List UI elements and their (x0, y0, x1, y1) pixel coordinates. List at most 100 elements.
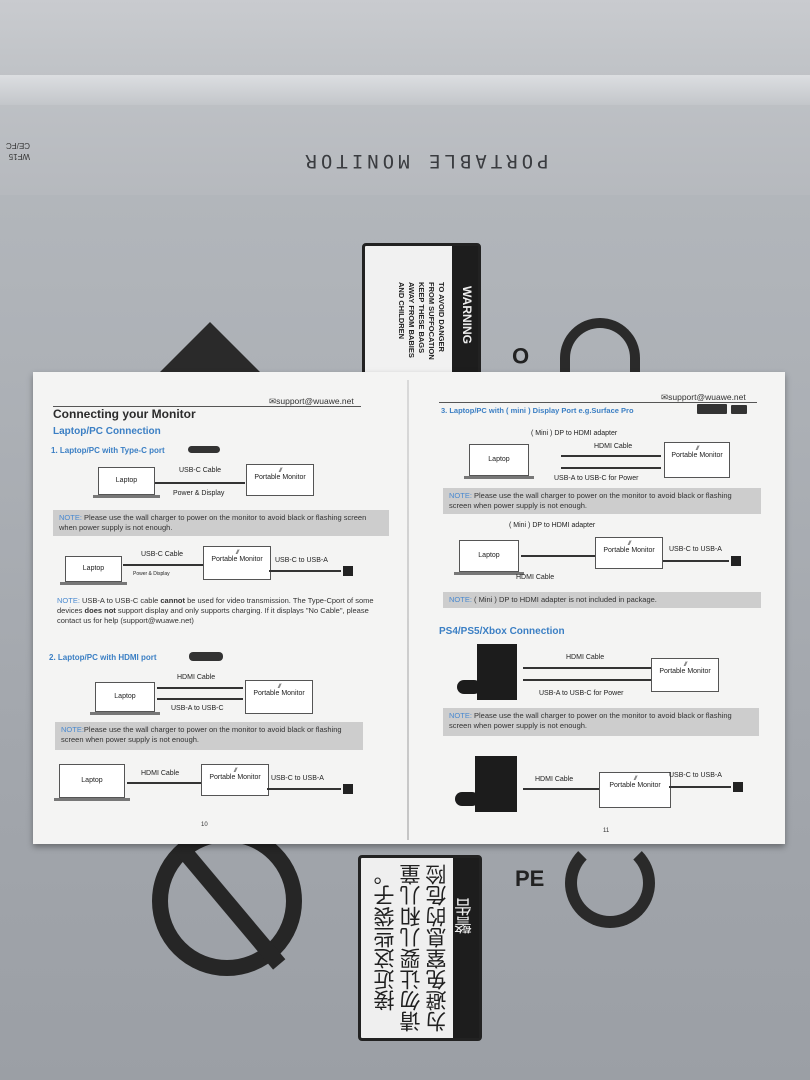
usb-label: USB-A to USB-C (171, 705, 224, 712)
note-box: NOTE: Please use the wall charger to pow… (443, 488, 761, 514)
hdmi-cable (127, 782, 201, 784)
subsection-heading: 3. Laptop/PC with ( mini ) Display Port … (441, 406, 634, 415)
note-text: NOTE: USB-A to USB-C cable cannot be use… (57, 596, 374, 625)
cable-label: HDMI Cable (516, 574, 555, 581)
page-title: Connecting your Monitor (53, 407, 196, 421)
subsection-heading: 1. Laptop/PC with Type-C port (51, 446, 165, 455)
hdmi-cable (157, 687, 243, 689)
hdmi-cable (523, 788, 599, 790)
cable-label: USB-C Cable (179, 467, 222, 474)
manual-booklet: ✉support@wuawe.net Connecting your Monit… (33, 372, 785, 844)
box-rim (0, 75, 810, 105)
warning-line: TO AVOID DANGER (437, 282, 446, 352)
laptop-diagram: Laptop (60, 556, 127, 585)
warning-line: KEEP THESE BAGS (417, 282, 426, 354)
adapter-label: ( Mini ) DP to HDMI adapter (531, 430, 618, 437)
wall-plug-icon (733, 782, 743, 792)
cn-warning-title: 警告 (454, 898, 475, 934)
usb-a-cable (663, 560, 729, 562)
wall-plug-icon (731, 556, 741, 566)
laptop-diagram: Laptop (90, 682, 160, 715)
monitor-diagram: ///Portable Monitor (203, 546, 271, 580)
adapter-label: USB-C to USB-A (669, 546, 722, 553)
box-title: PORTABLE MONITOR (301, 150, 549, 172)
adapter-label: USB-C to USB-A (275, 557, 328, 564)
monitor-diagram: ///Portable Monitor (201, 764, 269, 796)
gamepad-icon (455, 792, 479, 806)
support-email: ✉support@wuawe.net (661, 392, 746, 402)
power-label: Power & Display (173, 490, 225, 497)
wall-plug-icon (343, 566, 353, 576)
recycle-icon (565, 838, 655, 928)
usb-label: USB-A to USB-C for Power (554, 475, 639, 482)
warning-triangle-icon (155, 322, 265, 377)
note-box: NOTE: ( Mini ) DP to HDMI adapter is not… (443, 592, 761, 608)
warning-line: FROM SUFFOCATION (427, 282, 436, 360)
warning-line: AND CHILDREN (397, 282, 406, 340)
usb-label: USB-A to USB-C for Power (539, 690, 624, 697)
monitor-diagram: ///Portable Monitor (664, 442, 730, 478)
usb-a-cable (269, 570, 341, 572)
monitor-diagram: ///Portable Monitor (651, 658, 719, 692)
page-number: 11 (603, 828, 610, 834)
left-page: ✉support@wuawe.net Connecting your Monit… (33, 372, 407, 844)
cable-label: HDMI Cable (535, 776, 574, 783)
laptop-diagram: Laptop (54, 764, 130, 801)
recycle-icon (560, 318, 640, 378)
warning-title: WARNING (460, 286, 474, 344)
laptop-diagram: Laptop (93, 467, 160, 498)
hdmi-cable (561, 455, 661, 457)
cn-warning-line: 接近这些袋子。 (373, 864, 397, 1011)
hdmi-port-icon (189, 652, 223, 661)
power-label: Power & Display (133, 571, 170, 577)
usb-a-cable (669, 786, 731, 788)
monitor-diagram: ///Portable Monitor (595, 537, 663, 569)
warning-line: AWAY FROM BABIES (407, 282, 416, 358)
hdmi-cable (521, 555, 595, 557)
note-box: NOTE: Please use the wall charger to pow… (443, 708, 759, 736)
adapter-label: USB-C to USB-A (271, 775, 324, 782)
page-number: 10 (201, 822, 208, 828)
box-edge-label: WF15 CE/FC (6, 141, 30, 161)
section-heading: Laptop/PC Connection (53, 426, 161, 437)
usb-cable (523, 679, 653, 681)
usb-c-cable (155, 482, 245, 484)
usb-cable (561, 467, 661, 469)
bag-side-text: PE (515, 866, 545, 891)
game-console-icon (475, 756, 517, 812)
mini-display-port-icon (731, 405, 747, 414)
section-heading: PS4/PS5/Xbox Connection (439, 626, 565, 637)
warning-label: WARNING TO AVOID DANGER FROM SUFFOCATION… (362, 243, 481, 384)
cable-label: HDMI Cable (594, 443, 633, 450)
adapter-label: ( Mini ) DP to HDMI adapter (509, 522, 596, 529)
game-console-icon (477, 644, 517, 700)
note-box: NOTE:Please use the wall charger to powe… (55, 722, 363, 750)
no-child-icon (152, 826, 302, 976)
usb-cable (157, 698, 243, 700)
chinese-warning-label: 警告 为避免窒息的危险 请勿让婴儿和儿童 接近这些袋子。 (358, 855, 482, 1041)
adapter-label: USB-C to USB-A (669, 772, 722, 779)
cable-label: USB-C Cable (141, 551, 184, 558)
subsection-heading: 2. Laptop/PC with HDMI port (49, 653, 157, 662)
display-port-icon (697, 404, 727, 414)
cable-label: HDMI Cable (566, 654, 605, 661)
cable-label: HDMI Cable (141, 770, 180, 777)
bag-side-text: O (512, 343, 530, 368)
wall-plug-icon (343, 784, 353, 794)
right-page: ✉support@wuawe.net 3. Laptop/PC with ( m… (411, 372, 785, 844)
laptop-diagram: Laptop (454, 540, 524, 575)
laptop-diagram: Laptop (464, 444, 534, 479)
gamepad-icon (457, 680, 481, 694)
hdmi-cable (523, 667, 653, 669)
support-email: ✉support@wuawe.net (269, 396, 354, 406)
monitor-diagram: ///Portable Monitor (246, 464, 314, 496)
usb-c-port-icon (188, 446, 220, 453)
booklet-fold (407, 380, 409, 840)
cable-label: HDMI Cable (177, 674, 216, 681)
usb-a-cable (267, 788, 341, 790)
cn-warning-line: 请勿让婴儿和儿童 (399, 864, 423, 1032)
cn-warning-line: 为避免窒息的危险 (425, 864, 449, 1032)
monitor-diagram: ///Portable Monitor (599, 772, 671, 808)
monitor-diagram: ///Portable Monitor (245, 680, 313, 714)
note-box: NOTE: Please use the wall charger to pow… (53, 510, 389, 536)
